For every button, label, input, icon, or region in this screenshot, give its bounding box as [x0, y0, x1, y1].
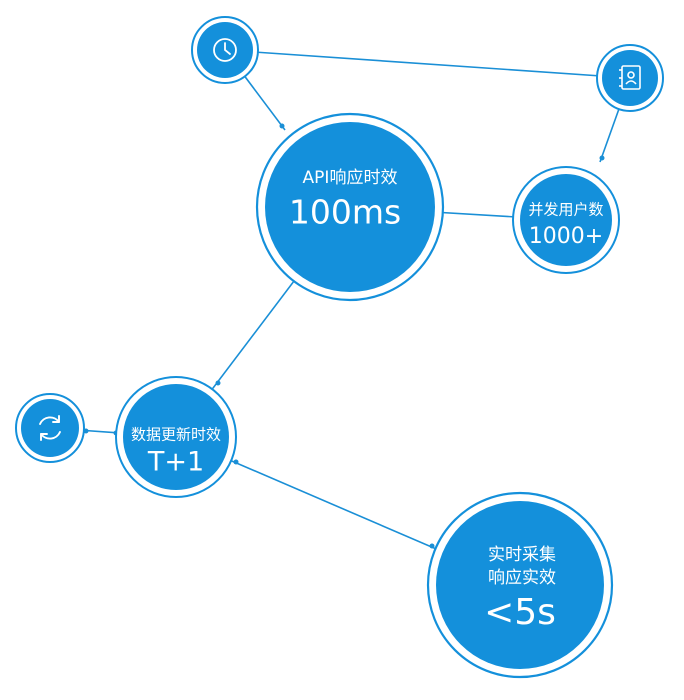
node-users-value: 1000+ [529, 224, 603, 249]
clock-icon [213, 38, 237, 62]
junction-dot [215, 380, 221, 386]
junction-dot [279, 123, 285, 129]
node-update-label: 数据更新时效 [131, 426, 221, 444]
connector-clock-contact [224, 49, 631, 79]
node-concurrent-users: 并发用户数 1000+ [512, 166, 620, 274]
contact-book-icon [619, 65, 641, 90]
node-api-response: API响应时效 100ms [255, 112, 445, 302]
node-realtime-label-line1: 实时采集 [488, 545, 556, 565]
refresh-icon [39, 415, 61, 441]
node-users-label: 并发用户数 [528, 201, 603, 219]
node-api-label: API响应时效 [303, 168, 398, 188]
refresh-icon-node[interactable] [15, 393, 85, 463]
clock-icon-node[interactable] [191, 16, 259, 84]
node-api-value: 100ms [289, 193, 401, 232]
contact-book-icon-node[interactable] [596, 44, 664, 112]
node-update-value: T+1 [147, 447, 204, 478]
junction-dot [429, 543, 435, 549]
node-realtime-value: <5s [484, 592, 556, 633]
junction-dot [233, 459, 239, 465]
node-data-update: 数据更新时效 T+1 [115, 376, 237, 498]
node-realtime-collection: 实时采集 响应实效 <5s [426, 491, 614, 679]
node-realtime-label-line2: 响应实效 [488, 568, 556, 588]
junction-dot [599, 155, 605, 161]
